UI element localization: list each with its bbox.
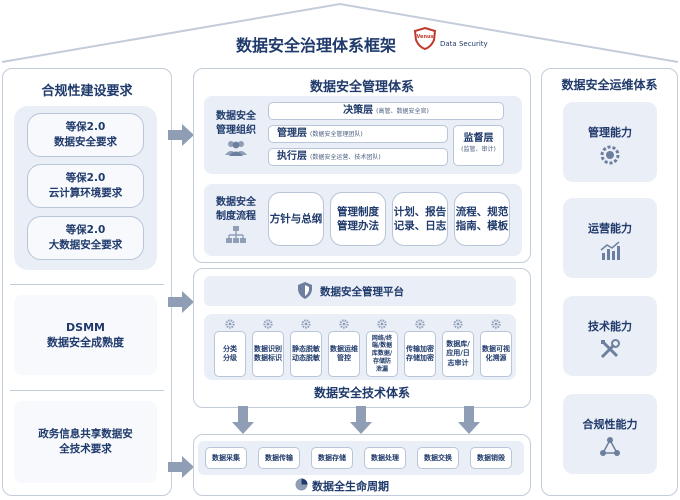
venus-shield-icon xyxy=(413,26,437,50)
gear-icon xyxy=(301,319,311,329)
gear-icon xyxy=(415,319,425,329)
lifecycle-title: 数据全生命周期 xyxy=(312,480,389,493)
page-title: 数据安全治理体系框架 xyxy=(235,36,396,55)
ops-technical-capability: 技术能力 xyxy=(563,296,657,376)
arrow-down-icon xyxy=(458,406,480,434)
tool-card: 静态脱敏 动态脱敏 xyxy=(290,331,322,377)
gear-icon xyxy=(377,319,387,329)
process-records: 计划、报告 记录、日志 xyxy=(392,192,448,246)
shield-icon xyxy=(298,282,312,299)
org-label: 数据安全管理组织 xyxy=(216,111,256,136)
tool-card: 数据运维 管控 xyxy=(328,331,360,377)
platform-title: 数据安全管理平台 xyxy=(320,286,404,298)
arrow-right-icon xyxy=(168,124,194,146)
operations-title: 数据安全运维体系 xyxy=(561,78,658,92)
ops-operation-capability: 运营能力 xyxy=(563,198,657,278)
arrow-down-icon xyxy=(350,406,372,434)
decision-layer: 决策层(高管、数据安全官) xyxy=(268,102,504,120)
network-icon xyxy=(600,437,620,456)
technical-system-title: 数据安全技术体系 xyxy=(313,386,410,400)
lifecycle-stage: 数据处理 xyxy=(364,447,406,469)
tools-icon xyxy=(600,339,620,359)
pie-chart-icon xyxy=(295,478,308,491)
tool-card: 数据可视 化溯源 xyxy=(480,331,512,377)
tool-card: 传输加密 存储加密 xyxy=(404,331,436,377)
arrow-right-icon xyxy=(168,456,194,478)
lifecycle-stage: 数据传输 xyxy=(258,447,300,469)
people-icon xyxy=(225,141,247,156)
lifecycle-bar xyxy=(198,441,524,475)
gear-icon xyxy=(600,145,620,165)
tool-card: 数据库/ 应用/日 志审计 xyxy=(442,331,474,377)
gear-icon xyxy=(339,319,349,329)
arrow-down-icon xyxy=(232,406,254,434)
ops-compliance-capability: 合规性能力 xyxy=(563,394,657,474)
management-system-title: 数据安全管理体系 xyxy=(309,80,414,95)
lifecycle-stage: 数据采集 xyxy=(205,447,247,469)
tool-card: 网络/终 端/数据 库数据/ 存储防 泄漏 xyxy=(366,331,398,377)
gear-icon xyxy=(491,319,501,329)
divider xyxy=(10,390,164,391)
management-layer: 管理层(数据安全管理团队) xyxy=(268,125,448,143)
logo-text: Venus xyxy=(416,34,434,40)
compliance-title: 合规性建设要求 xyxy=(41,84,133,99)
lifecycle-stage: 数据交换 xyxy=(417,447,459,469)
gear-icon xyxy=(453,319,463,329)
tool-card: 数据识别 数据标识 xyxy=(252,331,284,377)
platform-bar xyxy=(204,276,516,306)
process-label: 数据安全制度流程 xyxy=(216,197,256,222)
logo-caption: Data Security xyxy=(440,40,488,48)
gear-icon xyxy=(225,319,235,329)
roof-outline xyxy=(1,2,679,63)
org-chart-icon xyxy=(226,226,246,243)
process-policy: 方针与总纲 xyxy=(268,192,324,246)
tool-card: 分类 分级 xyxy=(214,331,246,377)
gear-icon xyxy=(263,319,273,329)
execution-layer: 执行层(数据安全运营、技术团队) xyxy=(268,148,448,166)
bar-chart-icon xyxy=(600,241,620,260)
process-regulations: 管理制度 管理办法 xyxy=(330,192,386,246)
supervision-layer: 监督层(监管、审计) xyxy=(453,125,504,166)
divider xyxy=(10,284,164,285)
arrow-right-icon xyxy=(168,291,194,313)
lifecycle-stage: 数据销毁 xyxy=(470,447,512,469)
lifecycle-stage: 数据存储 xyxy=(311,447,353,469)
ops-management-capability: 管理能力 xyxy=(563,102,657,182)
process-templates: 流程、规范 指南、模板 xyxy=(454,192,510,246)
req-gov-data-sharing: 政务信息共享数据安全技术要求 xyxy=(14,401,157,483)
